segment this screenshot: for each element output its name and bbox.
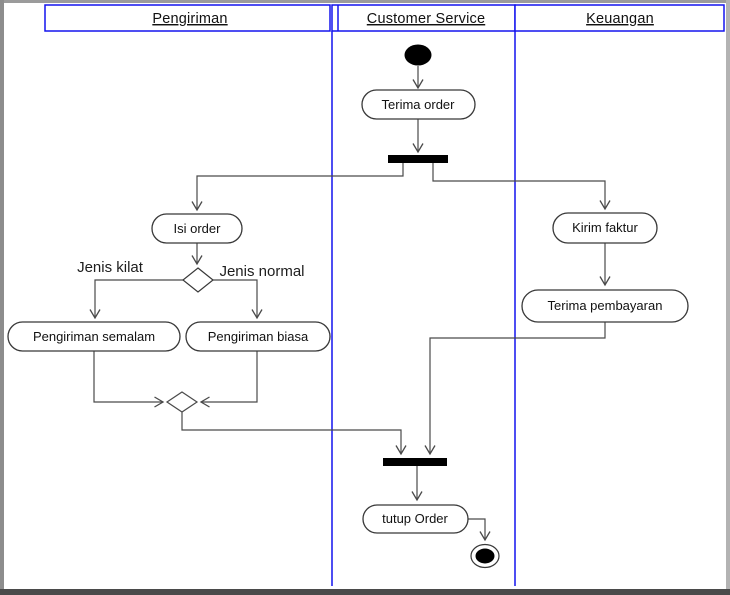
activity-isi-order-label: Isi order (174, 221, 222, 236)
edge-decision-to-biasa (213, 279, 263, 320)
activity-pengiriman-semalam-label: Pengiriman semalam (33, 329, 155, 344)
guard-jenis-kilat: Jenis kilat (77, 259, 144, 276)
lane-header-box-keuangan (514, 4, 725, 32)
final-node (470, 543, 500, 569)
activity-terima-order-shape (361, 89, 476, 120)
activity-terima-pembayaran-shape (521, 289, 689, 323)
decision-diamond (182, 267, 214, 293)
edge-merge-to-join (181, 412, 407, 456)
edge-fork-to-kirim-faktur (432, 163, 611, 211)
edge-biasa-to-merge (199, 351, 258, 408)
final-node-core (475, 548, 495, 564)
join-bar (383, 458, 447, 466)
edge-fork-to-isi-order (191, 163, 404, 212)
activity-pengiriman-biasa: Pengiriman biasa (185, 321, 331, 352)
activity-terima-pembayaran-label: Terima pembayaran (548, 298, 663, 313)
activity-kirim-faktur-shape (552, 212, 658, 244)
lane-title-keuangan: Keuangan (586, 11, 654, 27)
activity-isi-order: Isi order (151, 213, 243, 244)
activity-pengiriman-semalam-shape (7, 321, 181, 352)
activity-pengiriman-biasa-label: Pengiriman biasa (208, 329, 309, 344)
edge-semalam-to-merge (93, 351, 165, 408)
flow-edges (89, 66, 611, 542)
merge-diamond (165, 391, 199, 413)
activity-isi-order-shape (151, 213, 243, 244)
initial-node (404, 44, 432, 66)
activity-tutup-order-shape (362, 504, 469, 534)
activity-terima-order: Terima order (361, 89, 476, 120)
lane-header-box-pengiriman (44, 4, 331, 32)
frame-top (0, 0, 730, 3)
activity-kirim-faktur: Kirim faktur (552, 212, 658, 244)
frame-bottom (0, 589, 730, 595)
lane-title-pengiriman: Pengiriman (152, 11, 227, 27)
activity-terima-order-label: Terima order (382, 97, 456, 112)
swimlane-dividers (331, 31, 516, 586)
activity-terima-pembayaran: Terima pembayaran (521, 289, 689, 323)
swimlane-headers: Pengiriman Customer Service Keuangan (44, 4, 725, 32)
edge-terima-pembayaran-to-join (424, 322, 606, 456)
activity-kirim-faktur-label: Kirim faktur (572, 220, 638, 235)
guard-jenis-normal: Jenis normal (219, 263, 304, 280)
frame-right (726, 0, 730, 595)
activity-pengiriman-semalam: Pengiriman semalam (7, 321, 181, 352)
diagram-nodes: Terima order Isi order Jenis kilat Jenis… (7, 44, 689, 569)
activity-pengiriman-biasa-shape (185, 321, 331, 352)
fork-bar (388, 155, 448, 163)
frame-left (0, 0, 4, 595)
activity-tutup-order-label: tutup Order (382, 511, 448, 526)
lane-title-customer-service: Customer Service (367, 11, 485, 27)
activity-tutup-order: tutup Order (362, 504, 469, 534)
edge-tutup-order-to-final (468, 518, 491, 542)
edge-decision-to-semalam (89, 279, 183, 320)
